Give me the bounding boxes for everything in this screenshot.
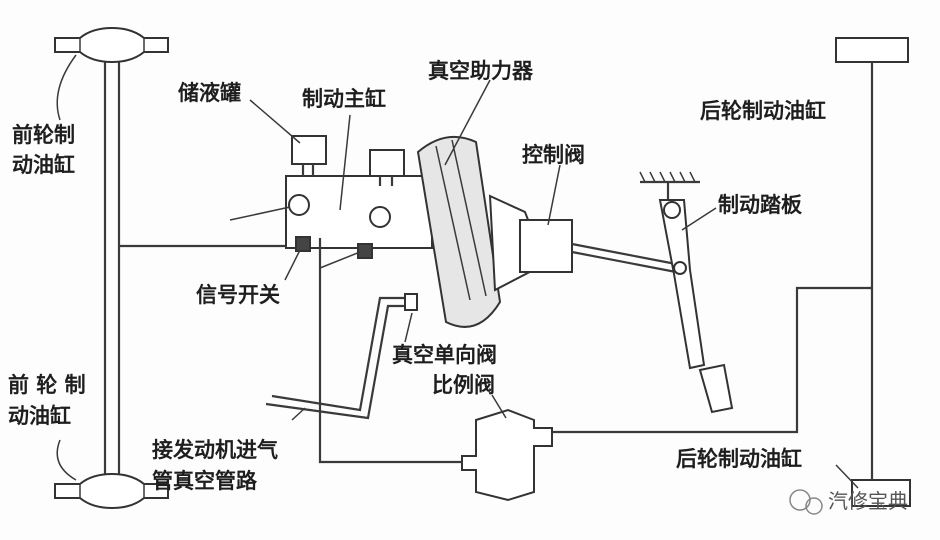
signal-leader-2 xyxy=(319,251,361,269)
label-control-valve: 控制阀 xyxy=(522,143,585,167)
pipe-master-to-proportion xyxy=(318,238,462,464)
label-engine-vacuum-1: 接发动机进气 xyxy=(152,438,278,462)
label-signal-switch: 信号开关 xyxy=(196,283,280,307)
label-engine-vacuum-2: 管真空管路 xyxy=(152,469,258,493)
booster-leader xyxy=(444,79,491,166)
watermark-text: 汽修宝典 xyxy=(828,489,908,513)
master-leader xyxy=(339,114,351,211)
label-front-bottom-1: 前 轮 制 xyxy=(8,373,86,397)
proportioning-valve-shape xyxy=(461,408,553,502)
front-top-leader xyxy=(56,54,77,121)
label-front-top-1: 前轮制 xyxy=(12,123,75,147)
rear-wheel-cylinder-top-shape xyxy=(835,37,909,63)
label-proportioning-valve: 比例阀 xyxy=(432,373,495,397)
rear-bottom-leader xyxy=(835,464,859,489)
engine-vacuum-leader xyxy=(291,407,306,421)
label-front-bottom-2: 动油缸 xyxy=(8,404,71,428)
control-valve-leader xyxy=(547,164,561,226)
label-check-valve: 真空单向阀 xyxy=(392,343,497,367)
check-valve-leader xyxy=(404,312,413,343)
signal-leader-3 xyxy=(229,206,291,221)
label-vacuum-booster: 真空助力器 xyxy=(428,59,534,83)
front-wheel-cylinder-bottom-shape xyxy=(54,472,169,510)
rear-line-to-proportion xyxy=(552,286,872,434)
front-bottom-leader xyxy=(56,439,77,481)
signal-leader-1 xyxy=(284,249,301,281)
label-rear-bottom: 后轮制动油缸 xyxy=(676,447,802,471)
vacuum-hose xyxy=(265,293,418,420)
label-rear-top: 后轮制动油缸 xyxy=(700,99,826,123)
label-front-top-2: 动油缸 xyxy=(12,153,75,177)
label-brake-pedal: 制动踏板 xyxy=(718,193,803,217)
brake-pedal-shape xyxy=(639,171,734,414)
watermark-logo xyxy=(789,489,823,515)
control-valve-shape xyxy=(519,219,677,274)
reservoir-leader xyxy=(249,99,301,144)
proportion-leader xyxy=(491,394,507,419)
label-reservoir: 储液罐 xyxy=(178,81,241,105)
master-cylinder-shape xyxy=(285,135,433,259)
front-brake-line xyxy=(103,50,121,495)
rear-wheel-cylinder-bottom-shape xyxy=(851,479,911,507)
pedal-leader xyxy=(681,207,717,231)
label-master-cylinder: 制动主缸 xyxy=(302,87,386,111)
front-wheel-cylinder-top-shape xyxy=(54,26,169,64)
